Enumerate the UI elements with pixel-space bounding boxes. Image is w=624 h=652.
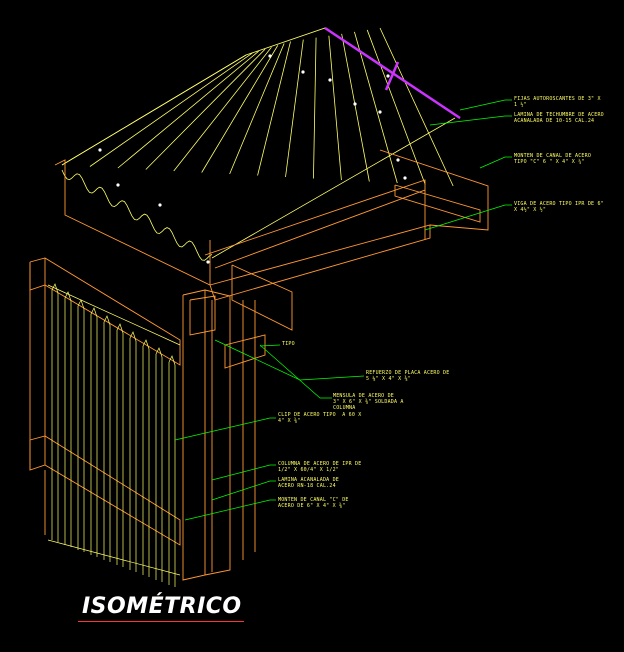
wall-purlin-bottom (29, 435, 181, 546)
cladding-crest (155, 347, 163, 358)
wall-purlin-top (29, 257, 181, 366)
cladding-crest (129, 331, 137, 342)
roof-rib (341, 33, 370, 182)
roof-side-edge (211, 117, 456, 259)
purlin-right-flange (394, 184, 481, 223)
cladding-crest (142, 339, 150, 350)
bracket (224, 334, 266, 369)
callout-leader (174, 417, 276, 441)
cladding-crest (116, 323, 124, 334)
fasteners (98, 54, 407, 264)
callout-leader (259, 344, 281, 347)
roof-rib (366, 29, 426, 185)
callout-leader (424, 204, 512, 231)
callout-refuerzo: REFUERZO DE PLACA ACERO DE 5 ⅛" X 4" X ⅜… (366, 370, 450, 382)
roof-sheet (61, 27, 461, 261)
beam-end-web (231, 264, 293, 331)
roof-rib (145, 48, 266, 170)
callout-tipo: TIPO (282, 341, 295, 347)
callout-columna: COLUMNA DE ACERO DE IPR DE 1/2" X 60/4" … (278, 461, 362, 473)
roof-rib (89, 52, 253, 167)
cladding-crest (90, 307, 98, 318)
roof-rib (379, 27, 454, 187)
callout-leader (259, 344, 332, 399)
title-underline (78, 621, 244, 622)
roof-rib (117, 50, 259, 169)
screw-fastener (301, 70, 305, 74)
screw-fastener (116, 183, 120, 187)
callout-leader (184, 499, 276, 521)
callout-leader (211, 464, 276, 481)
roof-rib (173, 47, 272, 172)
screw-fastener (353, 102, 357, 106)
roof-rib (285, 39, 304, 178)
roof-front-wave (61, 169, 213, 261)
screw-fastener (268, 54, 272, 58)
callout-fijas: FIJAS AUTOROSCANTES DE 3" X 1 ½" (514, 96, 601, 108)
screw-fastener (378, 110, 382, 114)
roof-edge-accent (324, 26, 461, 120)
purlin-left (54, 159, 211, 286)
callout-viga: VIGA DE ACERO TIPO IPR DE 6" X 4½" X ½" (514, 201, 604, 213)
callout-leader (211, 480, 276, 501)
roof-rib (229, 43, 285, 175)
screw-fastener (328, 78, 332, 82)
roof-rib (257, 41, 291, 176)
roof-edge-mark (384, 61, 400, 91)
leader-lines (174, 99, 512, 521)
purlin-right (379, 149, 489, 231)
screw-fastener (158, 203, 162, 207)
roof-rib (354, 31, 398, 184)
wall-cladding (47, 283, 181, 587)
callout-clip: CLIP DE ACERO TIPO A 60 X 4" X ⅜" (278, 412, 362, 424)
callout-lamina-acanalada: LAMINA ACANALADA DE ACERO RN-18 CAL.24 (278, 477, 339, 489)
cladding-top-edge (47, 284, 181, 346)
cladding-crest (168, 355, 176, 366)
cladding-crest (51, 283, 59, 294)
callout-lamina-techumbre: LAMINA DE TECHUMBRE DE ACERO ACANALADA D… (514, 112, 604, 124)
callout-leader (479, 156, 512, 169)
screw-fastener (386, 74, 390, 78)
cladding-bottom-edge (47, 539, 181, 576)
drawing-title: ISOMÉTRICO (82, 594, 242, 619)
callout-mensula: MENSULA DE ACERO DE 3" X 6" X ⅜" SOLDADA… (333, 393, 404, 411)
screw-fastener (396, 158, 400, 162)
cladding-crest (103, 315, 111, 326)
column-right (204, 289, 231, 576)
callout-leader (429, 115, 512, 126)
screw-fastener (98, 148, 102, 152)
callout-monten-canal-top: MONTEN DE CANAL DE ACERO TIPO "C" 6 " X … (514, 153, 592, 165)
beam-top (204, 179, 426, 269)
beam-bottom (209, 224, 431, 301)
column-left (182, 289, 206, 581)
roof-rib (313, 37, 317, 179)
roof-rib (201, 45, 279, 173)
screw-fastener (206, 260, 210, 264)
plate-reinforcement (189, 295, 216, 336)
callout-leader (459, 99, 512, 111)
steel-structure (29, 149, 489, 581)
roof-rib (328, 35, 342, 181)
callout-monten-canal-bottom: MONTEN DE CANAL "C" DE ACERO DE 6" X 4" … (278, 497, 349, 509)
screw-fastener (403, 176, 407, 180)
cladding-crest (64, 291, 72, 302)
